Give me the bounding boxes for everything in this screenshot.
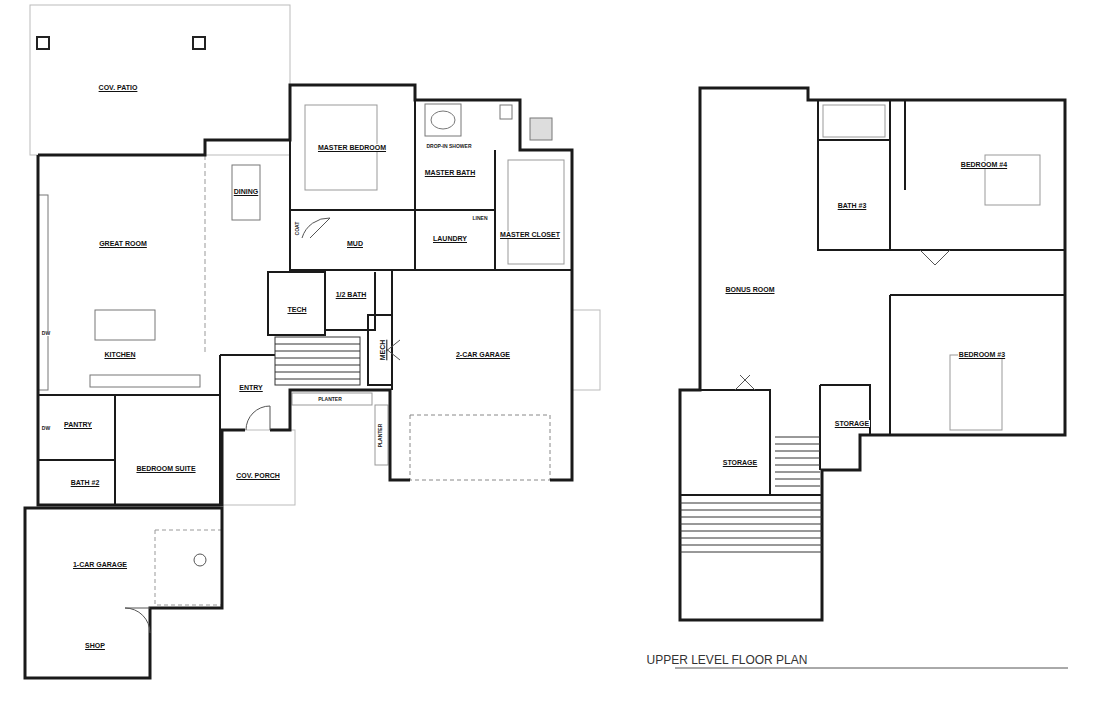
room-label: TECH [286, 299, 307, 315]
fixture-note: DW [41, 331, 51, 336]
room-label: SHOP [84, 635, 106, 651]
room-name: TECH [286, 306, 307, 313]
dining-table [232, 165, 260, 220]
room-name: BATH #3 [837, 202, 868, 209]
stair-treads [680, 437, 822, 552]
room-label: MUD [346, 233, 364, 249]
room-name: MASTER CLOSET [499, 231, 561, 238]
room-label: 1-CAR GARAGE [72, 554, 128, 570]
shower [823, 105, 885, 137]
room-name: COV. PORCH [235, 472, 281, 479]
shop-bench [155, 530, 222, 605]
room-name: BEDROOM #4 [960, 161, 1008, 168]
room-name: BEDROOM SUITE [135, 465, 196, 472]
room-name: LAUNDRY [432, 235, 468, 242]
room-name: 1/2 BATH [335, 291, 368, 298]
bathtub-basin [431, 111, 455, 129]
room-label: 1/2 BATH [335, 284, 368, 300]
room-name: MASTER BEDROOM [317, 144, 387, 151]
tech-room-wall [268, 272, 325, 335]
room-label: COV. PORCH [235, 465, 281, 481]
closet-shelving [508, 160, 564, 264]
room-label: BEDROOM #4 [960, 154, 1008, 170]
room-name: PANTRY [63, 421, 93, 428]
hvac-unit [530, 118, 552, 140]
room-name: BATH #2 [70, 479, 101, 486]
room-label: MASTER BATH [424, 162, 476, 178]
door-swing [302, 218, 330, 238]
room-label: STORAGE [722, 452, 759, 468]
fixture-note: DROP-IN SHOWER [426, 144, 473, 149]
room-label: BATH #2 [70, 472, 101, 488]
fixture-note: COAT [295, 220, 300, 236]
room-name: GREAT ROOM [98, 240, 148, 247]
garage-bump [572, 310, 600, 390]
garage-wall [25, 508, 222, 678]
room-label: STORAGE [834, 413, 871, 429]
bathtub [425, 104, 461, 136]
porch-outline [222, 430, 295, 505]
garage-door [410, 415, 550, 480]
room-name: BONUS ROOM [725, 286, 776, 293]
mech-closet-wall [368, 315, 392, 385]
room-label: PANTRY [63, 414, 93, 430]
room-name: DINING [233, 188, 260, 195]
interior-wall [38, 100, 572, 505]
exterior-wall [38, 85, 572, 505]
room-name: STORAGE [834, 420, 871, 427]
door-swing [246, 406, 270, 430]
toilet [500, 105, 512, 119]
room-name: 1-CAR GARAGE [72, 561, 128, 568]
interior-wall [680, 100, 1065, 495]
stair-treads [275, 344, 360, 379]
room-label: MECH [372, 339, 388, 362]
room-name: MECH [379, 339, 386, 362]
fixture-note: LINEN [472, 216, 489, 221]
bifold-door [385, 340, 400, 360]
room-label: ENTRY [238, 377, 263, 393]
exterior-wall [680, 88, 1065, 620]
patio-post [193, 37, 205, 49]
room-name: MUD [346, 240, 364, 247]
fixture-note: PLANTER [317, 397, 343, 402]
floor-drain [194, 554, 206, 566]
room-name: STORAGE [722, 459, 759, 466]
room-label: DINING [233, 181, 260, 197]
room-label: 2-CAR GARAGE [455, 344, 511, 360]
door-swing [125, 608, 150, 633]
title-rule [675, 668, 1068, 669]
room-label: BATH #3 [837, 195, 868, 211]
room-label: MASTER CLOSET [499, 224, 561, 240]
room-name: BEDROOM #3 [958, 351, 1006, 358]
kitchen-island [95, 310, 155, 340]
room-label: MASTER BEDROOM [317, 137, 387, 153]
closet-door [735, 250, 950, 390]
room-label: LAUNDRY [432, 228, 468, 244]
room-label: BEDROOM #3 [958, 344, 1006, 360]
kitchen-counter [90, 375, 200, 387]
patio-post [37, 37, 49, 49]
room-label: BONUS ROOM [725, 279, 776, 295]
room-label: COV. PATIO [98, 77, 139, 93]
planter [292, 393, 372, 405]
room-label: GREAT ROOM [98, 233, 148, 249]
room-name: COV. PATIO [98, 84, 139, 91]
room-name: SHOP [84, 642, 106, 649]
fixture-note: PLANTER [379, 422, 384, 448]
room-label: KITCHEN [103, 344, 136, 360]
room-label: BEDROOM SUITE [135, 458, 196, 474]
open-plan-line [205, 155, 206, 355]
fixture-note: DW [41, 426, 51, 431]
planter [375, 405, 388, 465]
bed [950, 355, 1002, 430]
room-name: KITCHEN [103, 351, 136, 358]
plan-title: UPPER LEVEL FLOOR PLAN [647, 654, 808, 666]
room-name: MASTER BATH [424, 169, 476, 176]
room-name: ENTRY [238, 384, 263, 391]
stair [275, 337, 360, 385]
patio-outline [30, 5, 290, 155]
room-name: 2-CAR GARAGE [455, 351, 511, 358]
